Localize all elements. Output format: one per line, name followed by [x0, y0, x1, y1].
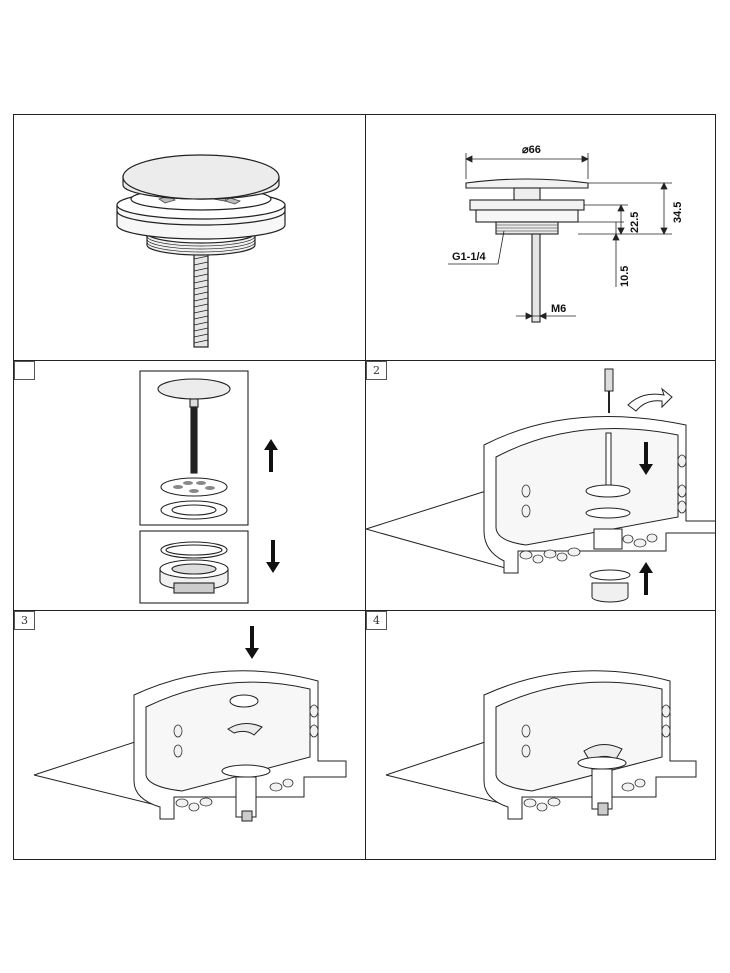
- arrow-up-icon: [264, 439, 278, 472]
- grid-divider-vertical: [365, 115, 366, 859]
- step-number: [14, 361, 35, 380]
- step-number: 3: [14, 611, 35, 630]
- step-3-panel: 3: [14, 611, 365, 859]
- dimension-drawing: ⌀66 34.5 22.5 10.5 G1-1/4 M6: [448, 144, 684, 323]
- instruction-sheet: ⌀66 34.5 22.5 10.5 G1-1/4 M6: [13, 114, 716, 860]
- step-4-panel: 4: [366, 611, 715, 859]
- step-3-illustration: [33, 626, 347, 822]
- arrow-down-icon: [266, 540, 280, 573]
- step-4-illustration: [385, 670, 697, 820]
- rotate-arrow-icon: [627, 387, 673, 412]
- step-2-panel: 2: [366, 361, 715, 610]
- step-1-panel: [14, 361, 365, 610]
- product-view-panel: [14, 115, 365, 360]
- drain-plug-illustration: [116, 154, 286, 348]
- height-body-label: 22.5: [629, 212, 641, 233]
- step-number: 4: [366, 611, 387, 630]
- thread-length-label: 10.5: [619, 266, 631, 287]
- grid-divider-row1: [14, 360, 715, 361]
- grid-divider-row2: [14, 610, 715, 611]
- arrow-down-icon: [245, 626, 259, 659]
- arrow-up-icon: [639, 562, 653, 595]
- step-number: 2: [366, 361, 387, 380]
- height-total-label: 34.5: [672, 202, 684, 223]
- arrow-down-icon: [639, 442, 653, 475]
- thread-size-label: G1-1/4: [452, 251, 487, 263]
- diameter-label: ⌀66: [522, 144, 541, 156]
- exploded-parts-illustration: [139, 370, 280, 604]
- step-2-illustration: [366, 368, 715, 603]
- bolt-size-label: M6: [551, 303, 566, 315]
- technical-drawing-panel: ⌀66 34.5 22.5 10.5 G1-1/4 M6: [366, 115, 715, 360]
